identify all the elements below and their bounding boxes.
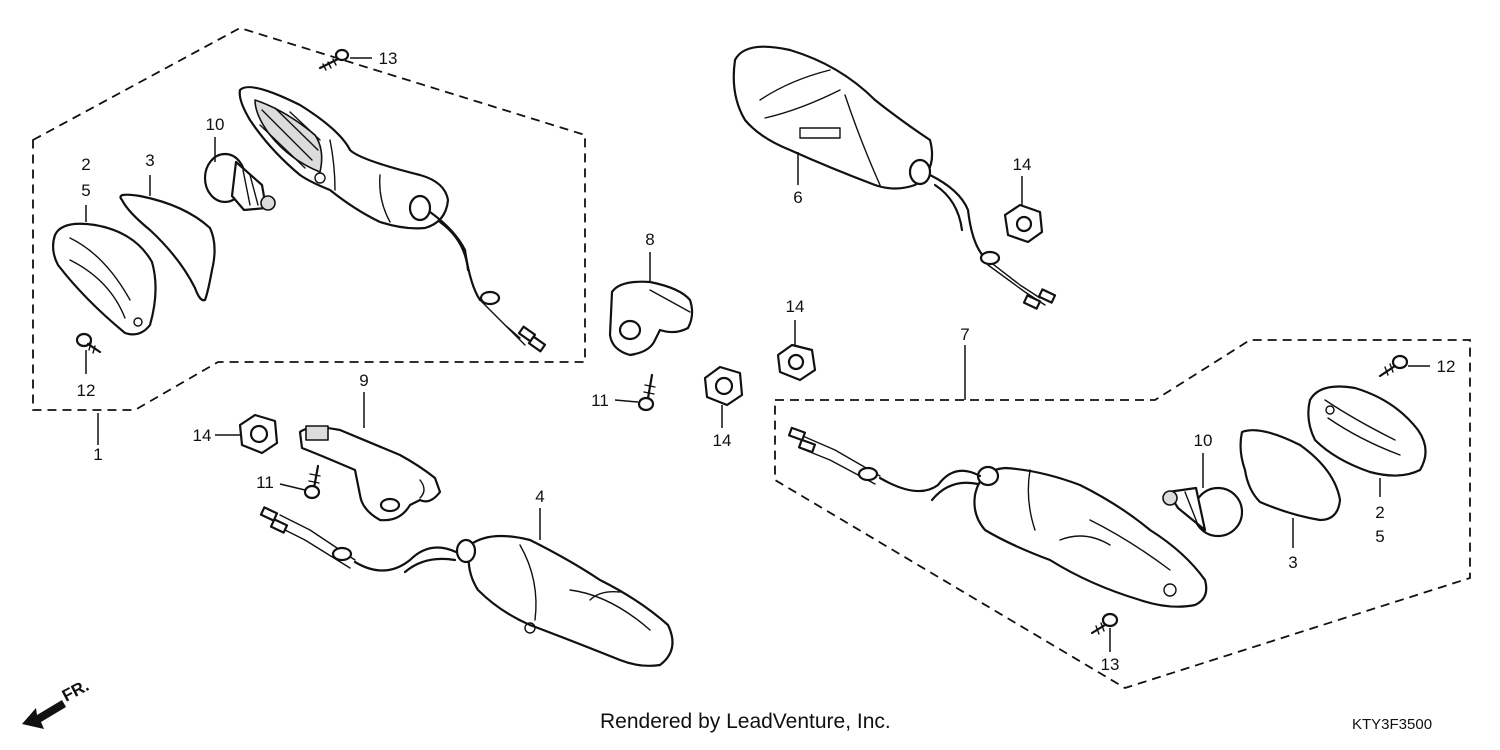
bulb-left[interactable] xyxy=(203,152,276,212)
callout-14-d: 14 xyxy=(193,426,212,445)
callout-3-right: 3 xyxy=(1288,553,1297,572)
callout-5-right: 5 xyxy=(1375,527,1384,546)
lens-right[interactable] xyxy=(1307,385,1427,477)
assembly-1-outline xyxy=(32,27,586,411)
callout-7: 7 xyxy=(960,325,969,344)
callout-2-left: 2 xyxy=(81,155,90,174)
gasket-right[interactable] xyxy=(1239,429,1342,522)
callout-4: 4 xyxy=(535,487,544,506)
callout-14-a: 14 xyxy=(1013,155,1032,174)
screw-12-left[interactable] xyxy=(75,332,102,354)
callout-13-top: 13 xyxy=(379,49,398,68)
winker-rear-left[interactable] xyxy=(732,45,1057,310)
nut-14-b[interactable] xyxy=(776,343,817,382)
leader-lines xyxy=(85,57,1430,652)
nut-14-c[interactable] xyxy=(703,365,744,407)
callout-3-left: 3 xyxy=(145,151,154,170)
direction-label: FR. xyxy=(59,676,92,706)
screw-12-right[interactable] xyxy=(1378,354,1409,378)
winker-rear-right[interactable] xyxy=(259,506,674,667)
bracket-9[interactable] xyxy=(298,425,442,522)
callout-14-c: 14 xyxy=(713,431,732,450)
render-credit: Rendered by LeadVenture, Inc. xyxy=(600,710,891,733)
front-direction-arrow: FR. xyxy=(22,676,92,729)
callout-9: 9 xyxy=(359,371,368,390)
screw-11-b[interactable] xyxy=(303,464,321,500)
gasket-left[interactable] xyxy=(119,193,216,302)
callout-1: 1 xyxy=(93,445,102,464)
lens-left[interactable] xyxy=(51,222,157,336)
callout-6: 6 xyxy=(793,188,802,207)
arrow-icon xyxy=(22,700,66,729)
callout-8: 8 xyxy=(645,230,654,249)
callout-12-right: 12 xyxy=(1437,357,1456,376)
bulb-right[interactable] xyxy=(1162,486,1244,538)
callout-11-a: 11 xyxy=(591,391,609,410)
callout-11-b: 11 xyxy=(256,473,274,492)
callout-10-left: 10 xyxy=(206,115,225,134)
callout-10-right: 10 xyxy=(1194,431,1213,450)
housing-left[interactable] xyxy=(238,86,547,353)
screw-13-top[interactable] xyxy=(318,48,350,71)
assembly-7-outline xyxy=(774,339,1471,689)
housing-right[interactable] xyxy=(787,426,1208,608)
nut-14-d[interactable] xyxy=(238,413,279,455)
nut-14-a[interactable] xyxy=(1003,203,1044,244)
callouts: 1 2 5 3 10 13 12 6 14 8 14 11 14 9 14 11… xyxy=(77,49,1456,674)
callout-2-right: 2 xyxy=(1375,503,1384,522)
callout-14-b: 14 xyxy=(786,297,805,316)
bracket-8[interactable] xyxy=(608,280,694,357)
callout-12-left: 12 xyxy=(77,381,96,400)
callout-5-left: 5 xyxy=(81,181,90,200)
screw-11-a[interactable] xyxy=(637,373,656,412)
screw-13-right[interactable] xyxy=(1090,612,1119,635)
diagram-code: KTY3F3500 xyxy=(1352,716,1433,733)
callout-13-right: 13 xyxy=(1101,655,1120,674)
